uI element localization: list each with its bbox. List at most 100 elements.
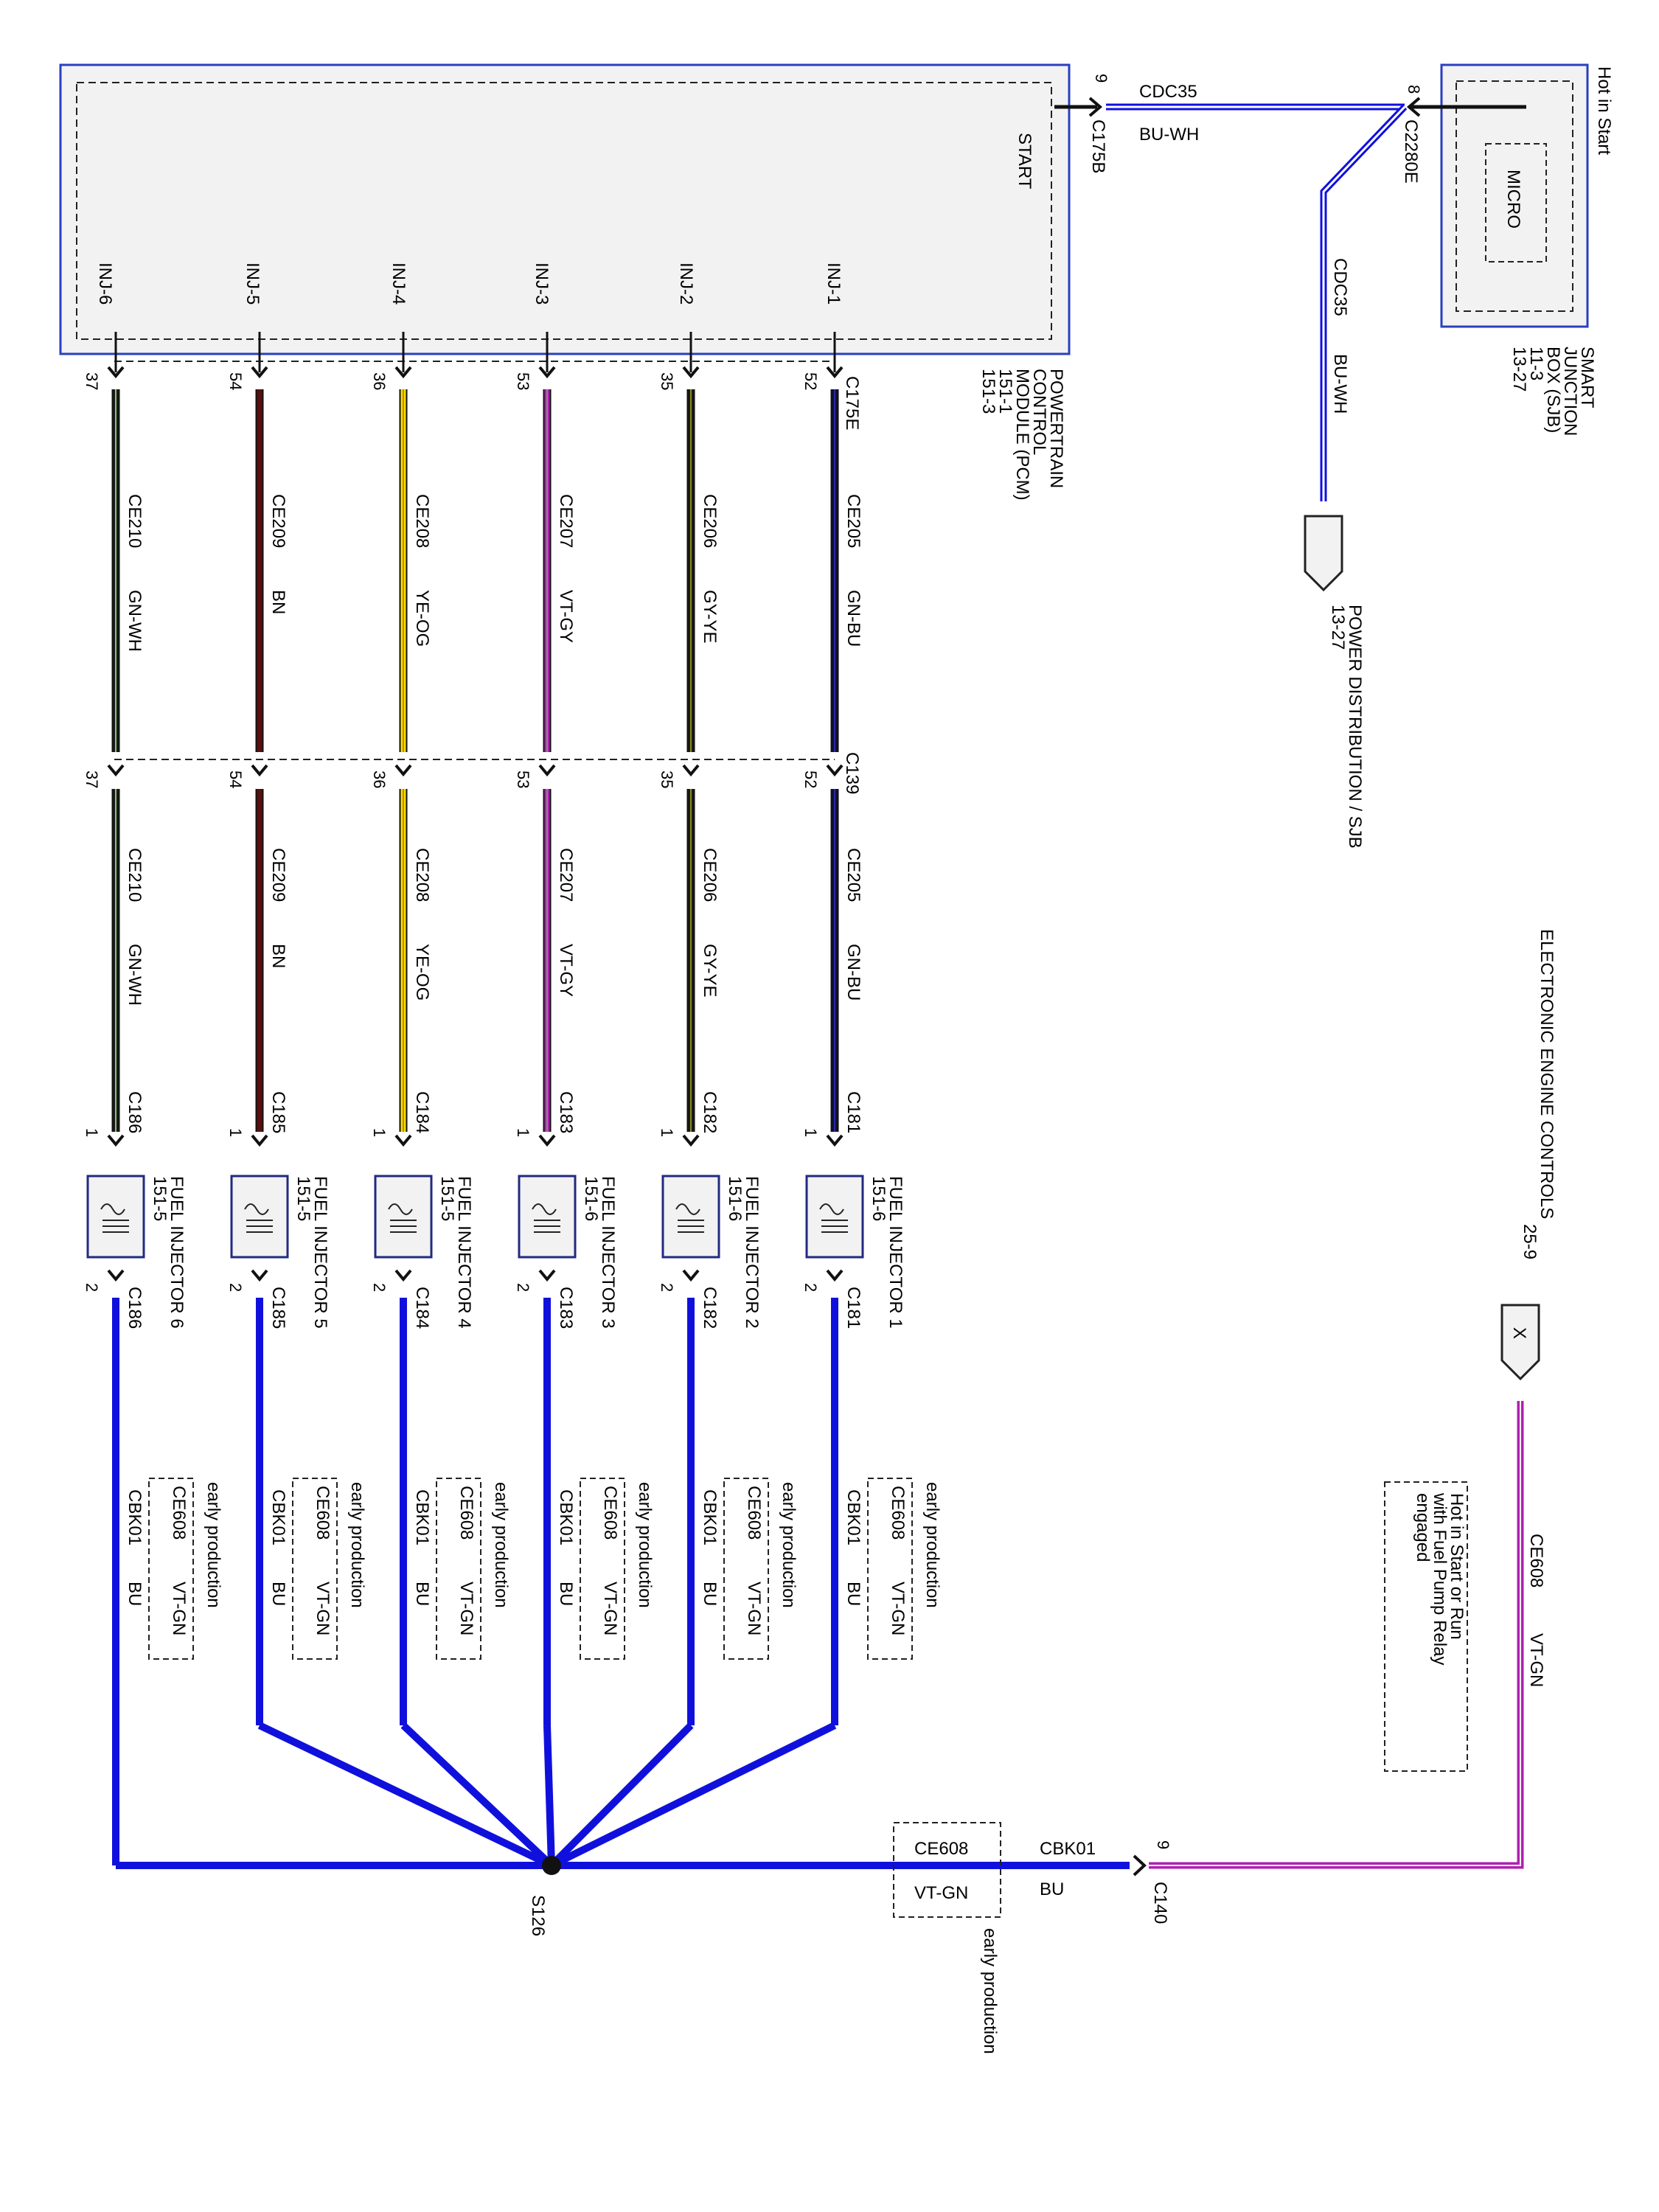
- inj-5-feed-circuit: CBK01: [268, 1489, 288, 1545]
- c139-arrow-4: [394, 764, 412, 777]
- inj-3-early-note: early production: [635, 1482, 655, 1608]
- sjb-hot-label: Hot in Start: [1594, 66, 1614, 155]
- cbk01-main-circuit: CBK01: [1040, 1839, 1096, 1859]
- ce608-pointer-symbol: [1500, 1304, 1540, 1381]
- inj-6-feed-color: BU: [125, 1582, 145, 1606]
- inj-4-pin-out: 2: [370, 1283, 389, 1292]
- wire-3-lower-color: VT-GY: [556, 944, 576, 997]
- inj-1-early-color: VT-GN: [888, 1582, 908, 1635]
- c139-pin-1: 52: [801, 771, 820, 788]
- c175b-label: C175B: [1088, 119, 1108, 173]
- inj-5-arrow-out: [251, 1269, 268, 1282]
- inj-6-conn-in: C186: [125, 1091, 145, 1133]
- inj-4-conn-out: C184: [412, 1287, 432, 1329]
- s126-splice-node: [542, 1856, 561, 1875]
- svg-text:BOX (SJB): BOX (SJB): [1543, 347, 1563, 433]
- pcm-inj-5-label: INJ-5: [243, 262, 262, 305]
- c175e-arrow-4: [394, 366, 412, 379]
- relay-note-line-1: Hot in Start or Run: [1447, 1493, 1467, 1640]
- c140-pin: 9: [1154, 1840, 1172, 1849]
- svg-text:SMART: SMART: [1577, 347, 1597, 408]
- power-dist-wire-core: [1322, 105, 1406, 501]
- inj-2-pin-out: 2: [658, 1283, 676, 1292]
- start-circuit-label: CDC35: [1139, 82, 1197, 102]
- fuel-injector-5-ref: 151-5: [293, 1176, 313, 1221]
- micro-box: [1485, 143, 1547, 262]
- c139-pin-3: 53: [514, 771, 532, 788]
- inj-3-arrow-out: [538, 1269, 556, 1282]
- fuel-injector-1-label: FUEL INJECTOR 1: [886, 1176, 905, 1329]
- fuel-injector-1-coil-icon: [819, 1203, 844, 1215]
- inj-5-conn-in: C185: [268, 1091, 288, 1133]
- ce608-relay-circuit: CE608: [1526, 1534, 1546, 1587]
- fuel-injector-6-label: FUEL INJECTOR 6: [167, 1176, 187, 1329]
- inj-4-early-note: early production: [491, 1482, 511, 1608]
- inj-2-arrow-in: [682, 1134, 700, 1147]
- c175b-connector-symbol: [1088, 97, 1103, 117]
- inj-3-conn-out: C183: [556, 1287, 576, 1329]
- inj-6-pin-out: 2: [83, 1283, 101, 1292]
- inj-5-early-color: VT-GN: [313, 1582, 333, 1635]
- inj-2-arrow-out: [682, 1269, 700, 1282]
- inj-4-early-circuit: CE608: [456, 1486, 476, 1540]
- pcm-inj-2-label: INJ-2: [676, 262, 696, 305]
- inj-3-early-circuit: CE608: [600, 1486, 620, 1540]
- fuel-injector-2-label: FUEL INJECTOR 2: [742, 1176, 762, 1329]
- inj-6-early-circuit: CE608: [169, 1486, 189, 1540]
- inj-1-pin-in: 1: [801, 1128, 820, 1137]
- c175e-arrow-2: [682, 366, 700, 379]
- power-dist-pointer-symbol: [1304, 515, 1343, 592]
- wire-5-lower-circuit: CE209: [268, 848, 288, 902]
- wire-1-upper-circuit: CE205: [844, 494, 863, 548]
- inj-1-arrow-out: [826, 1269, 844, 1282]
- c139-pin-2: 35: [658, 771, 676, 788]
- fuel-injector-5-coil-icon: [244, 1203, 269, 1215]
- inj-1-early-circuit: CE608: [888, 1486, 908, 1540]
- wire-1-lower-color: GN-BU: [844, 944, 863, 1001]
- c139-arrow-1: [826, 764, 844, 777]
- fuel-injector-3-coil-icon: [532, 1203, 557, 1215]
- diagram-title: ELECTRONIC ENGINE CONTROLS: [1537, 929, 1557, 1219]
- start-color-label: BU-WH: [1139, 125, 1199, 145]
- fuel-injector-2-body: [661, 1175, 720, 1259]
- inj-4-pin-in: 1: [370, 1128, 389, 1137]
- inj-4-feed-circuit: CBK01: [412, 1489, 432, 1545]
- pcm-inj-4-label: INJ-4: [389, 262, 408, 305]
- c140-connector-symbol: [1133, 1854, 1147, 1877]
- inj-4-conn-in: C184: [412, 1091, 432, 1133]
- fuel-injector-5-body: [230, 1175, 289, 1259]
- early-production-box-main: [893, 1822, 1001, 1918]
- inj-4-arrow-in: [394, 1134, 412, 1147]
- wire-2-lower-circuit: CE206: [700, 848, 720, 902]
- early-production-note-main: early production: [980, 1928, 1000, 2054]
- c139-arrow-5: [251, 764, 268, 777]
- cbk01-main-color: BU: [1040, 1879, 1064, 1899]
- inj-1-conn-out: C181: [844, 1287, 863, 1329]
- wire-1-upper-color: GN-BU: [844, 590, 863, 647]
- c139-arrow-3: [538, 764, 556, 777]
- fuel-injector-3-label: FUEL INJECTOR 3: [598, 1176, 618, 1329]
- pcm-module-box: [59, 63, 1071, 355]
- power-dist-ref: 13-27: [1328, 605, 1348, 650]
- inj-5-splice-wire: [257, 1722, 554, 1869]
- power-dist-label: POWER DISTRIBUTION / SJB: [1345, 605, 1365, 849]
- inj-2-pin-in: 1: [658, 1128, 676, 1137]
- c139-pin-4: 36: [370, 771, 389, 788]
- inj-6-feed-circuit: CBK01: [125, 1489, 145, 1545]
- svg-text:151-3: 151-3: [978, 369, 998, 414]
- svg-text:CONTROL: CONTROL: [1029, 369, 1049, 455]
- fuel-injector-2-coil-icon: [675, 1203, 700, 1215]
- early-production-box-3: [580, 1478, 625, 1660]
- early-vtgn-main: VT-GN: [914, 1883, 968, 1903]
- inj-5-feed-color: BU: [268, 1582, 288, 1606]
- c139-label: C139: [842, 752, 862, 794]
- svg-text:11-3: 11-3: [1526, 347, 1546, 380]
- ce608-relay-wire-core: [1149, 1401, 1521, 1866]
- c139-pin-5: 54: [226, 771, 245, 788]
- early-production-box-4: [436, 1478, 481, 1660]
- inj-5-arrow-in: [251, 1134, 268, 1147]
- inj-5-conn-out: C185: [268, 1287, 288, 1329]
- inj-1-splice-wire: [549, 1722, 837, 1869]
- inj-4-arrow-out: [394, 1269, 412, 1282]
- power-dist-color: BU-WH: [1330, 354, 1350, 414]
